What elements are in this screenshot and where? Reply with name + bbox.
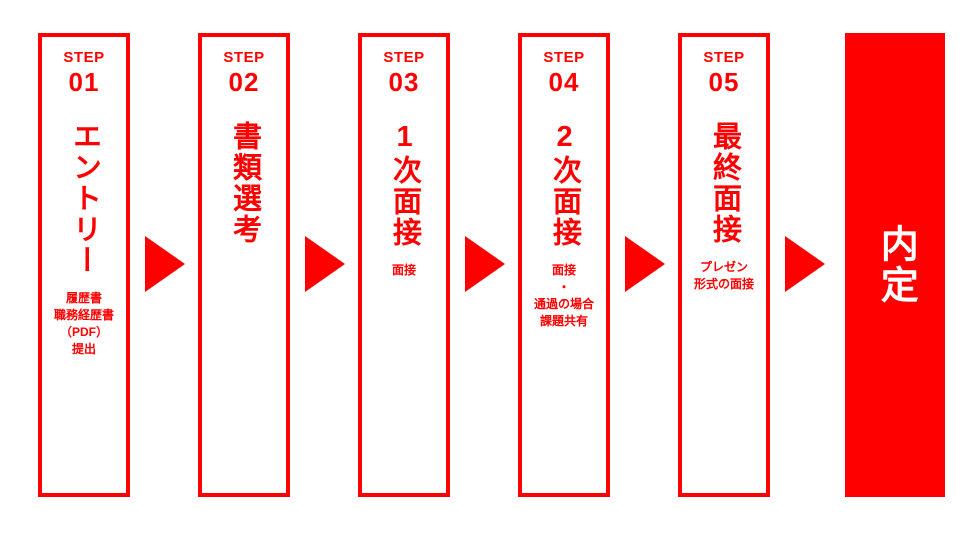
arrow-right-icon-4 <box>625 236 665 292</box>
step-note-01: 履歴書 職務経歴書 （PDF） 提出 <box>53 291 114 357</box>
arrow-right-icon-1 <box>145 236 185 292</box>
result-box-offer: 内定 <box>845 33 945 497</box>
arrow-right-icon-2 <box>305 236 345 292</box>
step-number-05: 05 <box>708 66 740 97</box>
step-note-04: 面接 ・ 通過の場合 課題共有 <box>533 263 594 329</box>
step-kicker-04: STEP <box>543 49 585 66</box>
step-kicker-02: STEP <box>223 49 265 66</box>
step-box-05: STEP 05 最終面接 プレゼン 形式の面接 <box>678 33 770 497</box>
step-number-04: 04 <box>548 66 580 97</box>
arrow-right-icon-5 <box>785 236 825 292</box>
result-title: 内定 <box>874 224 917 306</box>
step-title-03: 1次面接 <box>388 121 421 249</box>
step-box-01: STEP 01 エントリー 履歴書 職務経歴書 （PDF） 提出 <box>38 33 130 497</box>
step-note-05: プレゼン 形式の面接 <box>693 260 754 292</box>
step-note-03: 面接 <box>391 263 416 278</box>
step-box-02: STEP 02 書類選考 <box>198 33 290 497</box>
arrow-right-icon-3 <box>465 236 505 292</box>
step-box-04: STEP 04 2次面接 面接 ・ 通過の場合 課題共有 <box>518 33 610 497</box>
step-number-02: 02 <box>228 66 260 97</box>
step-kicker-01: STEP <box>63 49 105 66</box>
step-title-02: 書類選考 <box>228 121 261 246</box>
step-title-01: エントリー <box>68 121 101 277</box>
step-box-03: STEP 03 1次面接 面接 <box>358 33 450 497</box>
step-kicker-05: STEP <box>703 49 745 66</box>
step-number-03: 03 <box>388 66 420 97</box>
step-number-01: 01 <box>68 66 100 97</box>
step-title-04: 2次面接 <box>548 121 581 249</box>
step-title-05: 最終面接 <box>708 121 741 246</box>
step-kicker-03: STEP <box>383 49 425 66</box>
